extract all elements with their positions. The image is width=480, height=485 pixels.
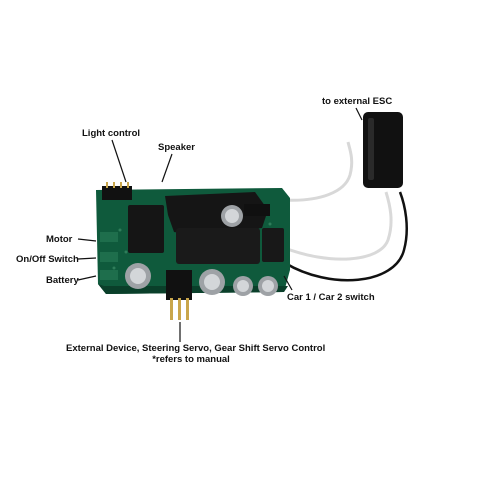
label-light-control: Light control xyxy=(82,128,141,139)
label-car-switch: Car 1 / Car 2 switch xyxy=(287,292,375,303)
left-terminals xyxy=(100,232,118,280)
header-top-left xyxy=(102,186,132,200)
label-external-device-text: External Device, Steering Servo, Gear Sh… xyxy=(66,343,326,354)
servo-pins xyxy=(170,298,189,320)
label-external-device: External Device, Steering Servo, Gear Sh… xyxy=(66,343,326,365)
label-onoff-switch: On/Off Switch xyxy=(16,254,79,265)
white-wire-lower xyxy=(281,191,393,261)
label-external-esc: to external ESC xyxy=(322,96,393,107)
black-wire xyxy=(284,191,408,282)
label-battery: Battery xyxy=(46,275,79,286)
relay-block xyxy=(128,205,164,253)
power-module xyxy=(176,228,260,264)
white-wire xyxy=(282,141,354,202)
capacitors xyxy=(125,205,278,296)
label-refers-manual: *refers to manual xyxy=(152,354,230,365)
chip-cluster xyxy=(165,192,268,236)
label-motor: Motor xyxy=(46,234,73,245)
leader-lines xyxy=(77,107,363,342)
label-speaker: Speaker xyxy=(158,142,195,153)
ic-chip xyxy=(244,204,270,216)
side-module xyxy=(262,228,284,262)
esc-connector-highlight xyxy=(368,118,374,180)
servo-header xyxy=(166,270,192,300)
